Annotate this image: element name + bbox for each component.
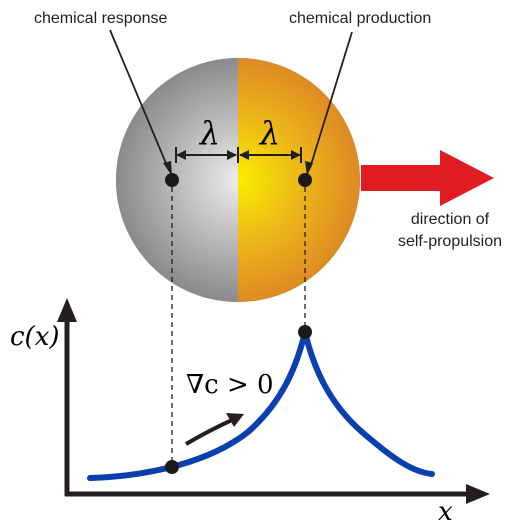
lambda-left-label: λ: [198, 114, 220, 152]
production-callout-arrowhead: [305, 161, 313, 176]
x-axis-arrowhead: [466, 484, 490, 504]
response-callout-line: [109, 29, 169, 169]
production-point: [298, 173, 312, 187]
janus-particle-halves: [116, 58, 360, 302]
direction-label-line2: self-propulsion: [398, 233, 502, 250]
lambda-right-label: λ: [258, 114, 280, 152]
curve-peak-point: [298, 325, 312, 339]
y-axis-arrowhead: [57, 298, 77, 322]
response-callout-arrowhead: [163, 161, 172, 176]
gradient-arrow-head: [226, 413, 244, 427]
chemical-production-label: chemical production: [289, 10, 431, 27]
lambda-measure-right: [239, 147, 302, 163]
response-point: [165, 173, 179, 187]
curve-response-point: [165, 460, 179, 474]
y-axis-label: c(x): [10, 322, 60, 352]
x-axis-label: x: [438, 497, 453, 523]
gradient-arrow-shaft: [184, 418, 233, 446]
concentration-curve: [87, 331, 435, 481]
lambda-measure-left: [175, 147, 239, 163]
gradient-label: ∇c > 0: [186, 370, 274, 400]
chemical-response-label: chemical response: [34, 10, 168, 27]
plot-axes: [64, 318, 470, 497]
propulsion-arrow: [361, 150, 494, 206]
direction-label-line1: direction of: [411, 211, 490, 228]
production-callout-line: [309, 31, 353, 169]
